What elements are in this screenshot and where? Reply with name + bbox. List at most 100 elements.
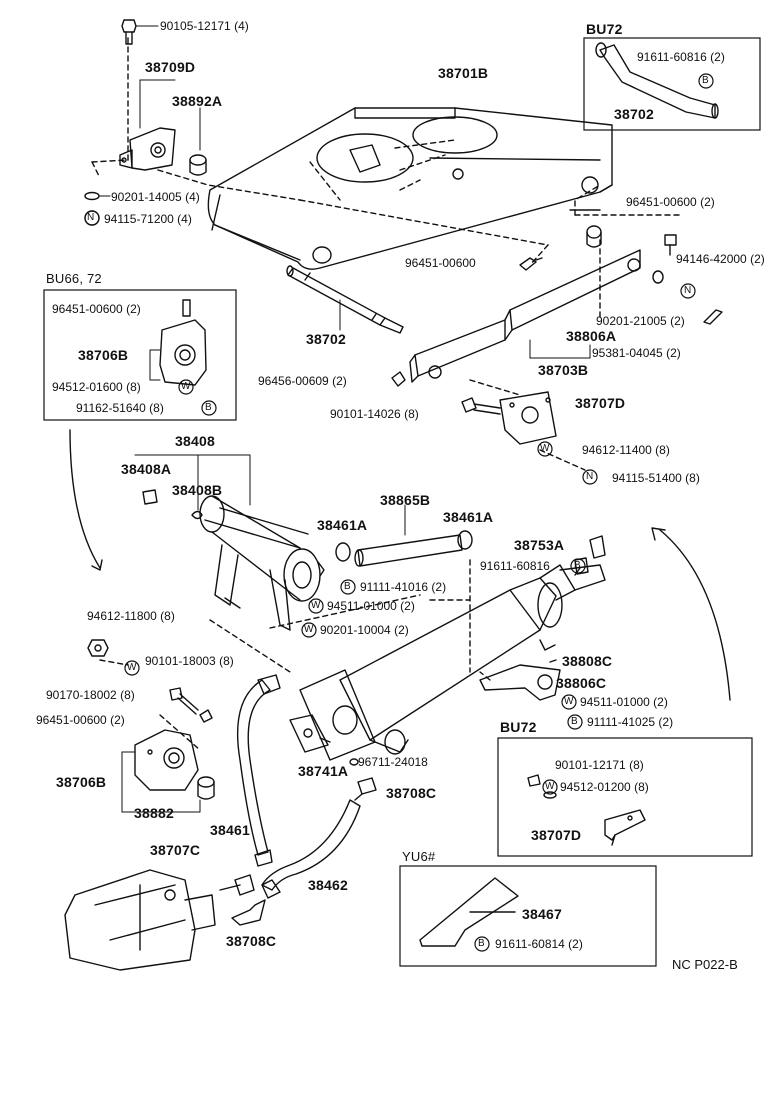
label-38408: 38408: [175, 433, 215, 449]
b-symbol-letter: B: [702, 75, 709, 86]
w-symbol-letter: W: [181, 381, 191, 392]
label-38461a-left: 38461A: [317, 517, 368, 533]
w-symbol-icon: [124, 660, 140, 676]
arrow-left-head: [91, 559, 103, 571]
o-ring-96711: [349, 758, 359, 766]
bu72-lower-title: BU72: [500, 719, 537, 735]
bolt-90105: [121, 19, 159, 45]
label-38461: 38461: [210, 822, 250, 838]
b-symbol-icon: [340, 579, 356, 595]
w-symbol-icon: [301, 622, 317, 638]
label-94115-71200: 94115-71200 (4): [104, 212, 192, 226]
bu72-top-label-91611: 91611-60816 (2): [637, 50, 725, 64]
label-91611-60816: 91611-60816: [480, 559, 550, 573]
leader-38882: [121, 751, 201, 813]
steering-cylinder: [299, 564, 606, 761]
bracket-38707d: [499, 391, 557, 445]
b-symbol-icon: [698, 73, 714, 89]
label-90105: 90105-12171 (4): [160, 19, 249, 33]
bu66-label-38706b: 38706B: [78, 347, 129, 363]
label-94115-51400: 94115-51400 (8): [612, 471, 700, 485]
bushing-38806a: [586, 225, 664, 284]
label-38702: 38702: [306, 331, 346, 347]
bolt-90101-18003: [169, 687, 199, 715]
b-symbol-icon: [567, 714, 583, 730]
label-38808c: 38808C: [562, 653, 613, 669]
pin-38753a: [589, 535, 606, 559]
w-symbol-letter: W: [545, 781, 555, 792]
washer-90201-14005: [84, 191, 111, 201]
leader-38706b: [121, 751, 129, 813]
n-symbol-letter: N: [586, 471, 594, 482]
frame-38701b: [207, 107, 613, 270]
yu6-title: YU6#: [402, 849, 436, 864]
hose-38462: [261, 799, 361, 899]
bar-38703b: [409, 249, 641, 383]
label-38892a: 38892A: [172, 93, 223, 109]
bu66-label-91162: 91162-51640 (8): [76, 401, 164, 415]
label-90170-18002: 90170-18002 (8): [46, 688, 135, 702]
label-90101-18003: 90101-18003 (8): [145, 654, 234, 668]
label-38741a: 38741A: [298, 763, 349, 779]
bu72-top-title: BU72: [586, 21, 623, 37]
b-symbol-letter: B: [574, 560, 581, 571]
label-96451-00600: 96451-00600: [405, 256, 476, 270]
label-94511-01000: 94511-01000 (2): [327, 599, 415, 613]
n-symbol-icon: [680, 283, 696, 299]
label-96451-00600-lower: 96451-00600 (2): [36, 713, 125, 727]
label-96451-00600-2: 96451-00600 (2): [626, 195, 715, 209]
bu66-label-94512: 94512-01600 (8): [52, 380, 141, 394]
dashed-leaders-top: [91, 37, 681, 471]
leader-38408: [134, 454, 251, 506]
w-symbol-icon: [308, 598, 324, 614]
yu6-box: [399, 865, 657, 967]
fitting-38708c-lower: [231, 899, 266, 926]
label-38709d: 38709D: [145, 59, 196, 75]
label-38882: 38882: [134, 805, 174, 821]
pin-94146: [664, 234, 677, 256]
n-symbol-letter: N: [87, 212, 95, 223]
arrow-right-curve: [659, 529, 731, 701]
label-38806a: 38806A: [566, 328, 617, 344]
bolt-38408a: [142, 489, 158, 505]
label-94511-01000-b: 94511-01000 (2): [580, 695, 668, 709]
b-symbol-icon: [570, 558, 586, 574]
label-38461a-right: 38461A: [443, 509, 494, 525]
bu72-top-box: [583, 37, 761, 131]
diagram-code: NC P022-B: [672, 957, 738, 972]
bu66-label-96451: 96451-00600 (2): [52, 302, 141, 316]
w-symbol-letter: W: [564, 696, 574, 707]
label-95381-04045: 95381-04045 (2): [592, 346, 681, 360]
label-38708c: 38708C: [386, 785, 437, 801]
bu72-bracket-38707d: [527, 774, 646, 846]
bu72-lower-label-38707d: 38707D: [531, 827, 582, 843]
bushing-38892a: [189, 107, 207, 176]
label-91111-41016: 91111-41016 (2): [360, 580, 447, 594]
w-symbol-letter: W: [127, 662, 137, 673]
label-96711-24018: 96711-24018: [358, 755, 428, 769]
label-90201-21005: 90201-21005 (2): [596, 314, 685, 328]
w-symbol-icon: [537, 441, 553, 457]
w-symbol-icon: [178, 379, 194, 395]
w-symbol-letter: W: [304, 624, 314, 635]
label-38408b: 38408B: [172, 482, 223, 498]
shaft-38702-left: [286, 265, 404, 334]
clamp-38461a-left: [335, 542, 351, 562]
label-90201-10004: 90201-10004 (2): [320, 623, 409, 637]
damper-38408: [199, 495, 325, 631]
n-symbol-letter: N: [684, 285, 692, 296]
bracket-38709d: [119, 79, 176, 171]
hose-38865b: [354, 504, 463, 567]
bu66-box: [43, 289, 237, 421]
w-symbol-icon: [542, 779, 558, 795]
plate-38467: [419, 877, 519, 947]
w-symbol-letter: W: [311, 600, 321, 611]
label-38706b-lower: 38706B: [56, 774, 107, 790]
clip-38408b: [191, 510, 203, 520]
bu72-top-label-38702: 38702: [614, 106, 654, 122]
b-symbol-icon: [201, 400, 217, 416]
clevis-38741a: [289, 714, 331, 753]
nut-90170: [87, 639, 109, 657]
n-symbol-icon: [582, 469, 598, 485]
